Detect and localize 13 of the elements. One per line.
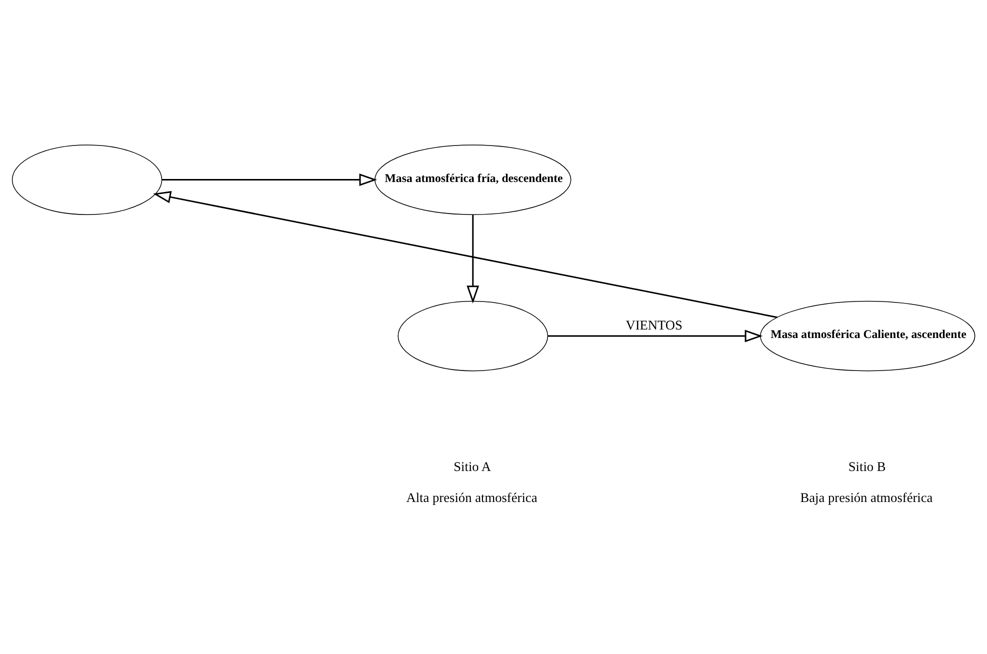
node-ellipse: Masa atmosférica fría, descendente [374,144,572,215]
arrow [162,174,378,186]
node-label: Sitio B [848,459,886,474]
node-label: Sitio A [454,459,492,474]
node-label: Alta presión atmosférica [406,490,538,505]
node-ellipse [12,144,162,215]
node-label: Baja presión atmosférica [800,490,933,505]
node-ellipse: Masa atmosférica Caliente, ascendente [760,300,976,372]
arrow [153,190,778,318]
arrow [548,330,763,342]
edge-label: VIENTOS [626,318,682,333]
node-ellipse [398,300,548,372]
arrow [466,214,480,304]
